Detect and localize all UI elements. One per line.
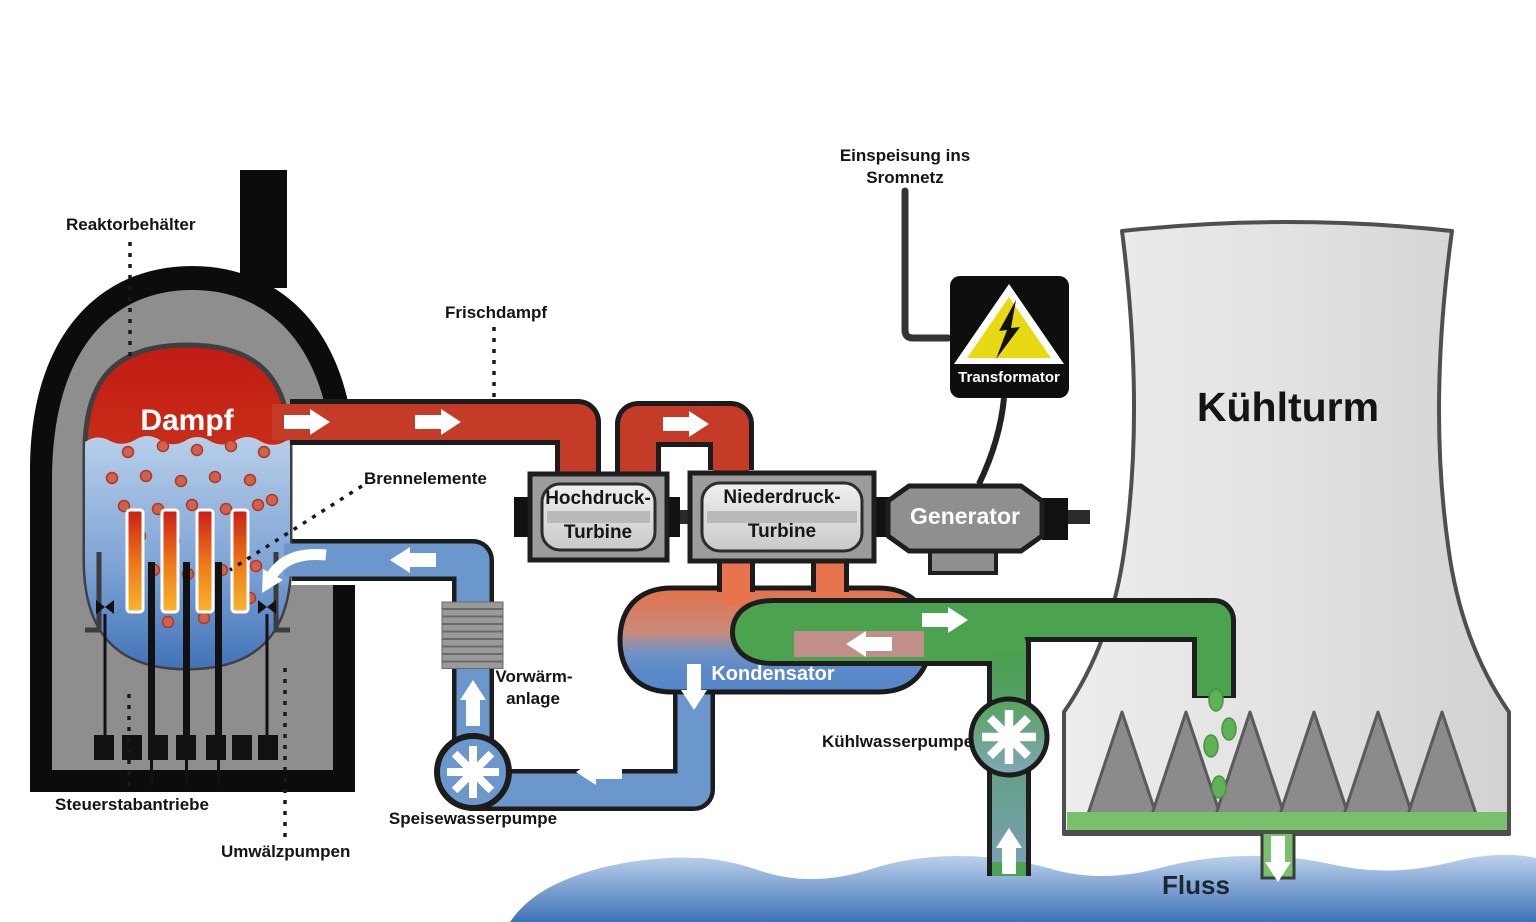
- grid-feed-wire: [901, 187, 1007, 486]
- pump-impeller-icon: [982, 710, 1036, 764]
- flow-arrows: [262, 409, 1291, 882]
- falling-water-droplets: [1203, 688, 1237, 799]
- tower-basin: [1067, 812, 1507, 832]
- curved-inlet-arrow-icon: [262, 548, 327, 593]
- vessel-water: [85, 436, 290, 668]
- cooling-water-pump: [968, 696, 1050, 778]
- preheater-coil: [441, 601, 504, 669]
- leader-lines: [127, 242, 496, 840]
- fuel-rods: [125, 508, 250, 614]
- pump-impeller-icon: [447, 746, 499, 798]
- cooling-tower: [1062, 220, 1511, 880]
- transformer: [950, 276, 1069, 398]
- generator: [885, 483, 1045, 575]
- high-voltage-triangle-icon: [954, 284, 1064, 364]
- reactor-chimney: [240, 170, 287, 288]
- lightning-bolt-icon: [996, 300, 1020, 359]
- control-rods: [148, 562, 222, 786]
- reactor: [30, 170, 362, 792]
- feedwater-pump: [434, 733, 512, 811]
- circulation-pump-valve-icon: [96, 600, 276, 735]
- control-rod-drives: [94, 735, 278, 760]
- hp-turbine: [527, 471, 670, 563]
- lp-turbine: [687, 470, 877, 564]
